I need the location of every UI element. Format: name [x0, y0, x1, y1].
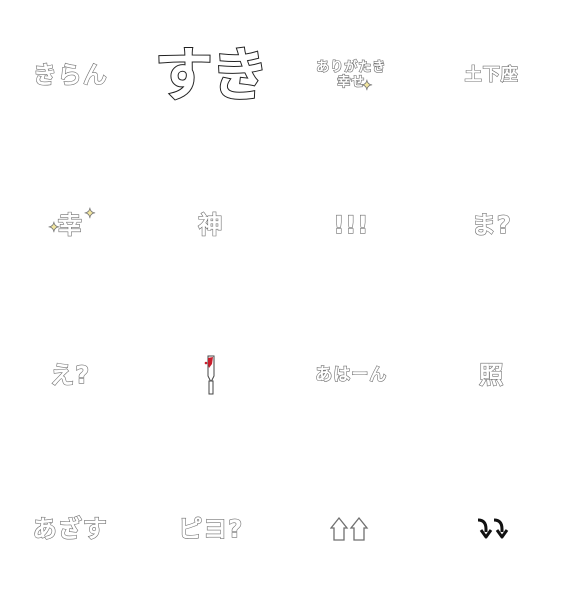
sticker-suki[interactable]: すき — [141, 0, 282, 150]
sticker-label: え? — [50, 361, 91, 389]
sticker-label: !!! — [333, 211, 370, 239]
sticker-azasu[interactable]: あざす — [0, 450, 141, 600]
sticker-exclamations[interactable]: !!! — [281, 150, 422, 300]
sticker-up-arrows[interactable] — [281, 450, 422, 600]
sticker-arigataki-shiawase[interactable]: ありがたき 幸せ ✦ — [281, 0, 422, 150]
sticker-shiawase[interactable]: ✦ ✦ 幸 — [0, 150, 141, 300]
double-up-arrow-icon — [330, 516, 369, 541]
sparkle-icon: ✦ — [361, 78, 374, 95]
sticker-e[interactable]: え? — [0, 300, 141, 450]
sticker-ahaan[interactable]: あはーん — [281, 300, 422, 450]
sparkle-icon: ✦ — [84, 206, 97, 223]
sticker-kami[interactable]: 神 — [141, 150, 282, 300]
sticker-ma[interactable]: ま? — [422, 150, 562, 300]
sticker-down-arrows[interactable] — [422, 450, 562, 600]
sticker-kiran[interactable]: きらん — [0, 0, 141, 150]
sticker-label: ま? — [471, 211, 512, 239]
sticker-piyo[interactable]: ピヨ? — [141, 450, 282, 600]
sticker-two-line-label: ありがたき 幸せ — [316, 60, 387, 90]
sticker-label: 神 — [198, 211, 224, 239]
sticker-tere[interactable]: 照 — [422, 300, 562, 450]
sticker-label: ピヨ? — [178, 515, 244, 543]
bloody-knife-icon — [204, 355, 215, 395]
sticker-label: すき — [154, 41, 270, 109]
sticker-label: 幸 — [57, 211, 83, 239]
sticker-label: 照 — [479, 361, 505, 389]
sticker-label-line1: ありがたき — [316, 60, 387, 75]
sticker-label: きらん — [32, 61, 108, 89]
sticker-dogeza[interactable]: 土下座 — [422, 0, 562, 150]
sticker-label: あざす — [32, 515, 108, 543]
sticker-label-line2: 幸せ — [337, 75, 366, 90]
sparkle-icon: ✦ — [48, 220, 61, 237]
sticker-knife[interactable] — [141, 300, 282, 450]
sticker-label: 土下座 — [464, 64, 519, 85]
double-down-arrow-icon — [477, 518, 508, 539]
sticker-label: あはーん — [315, 364, 388, 385]
